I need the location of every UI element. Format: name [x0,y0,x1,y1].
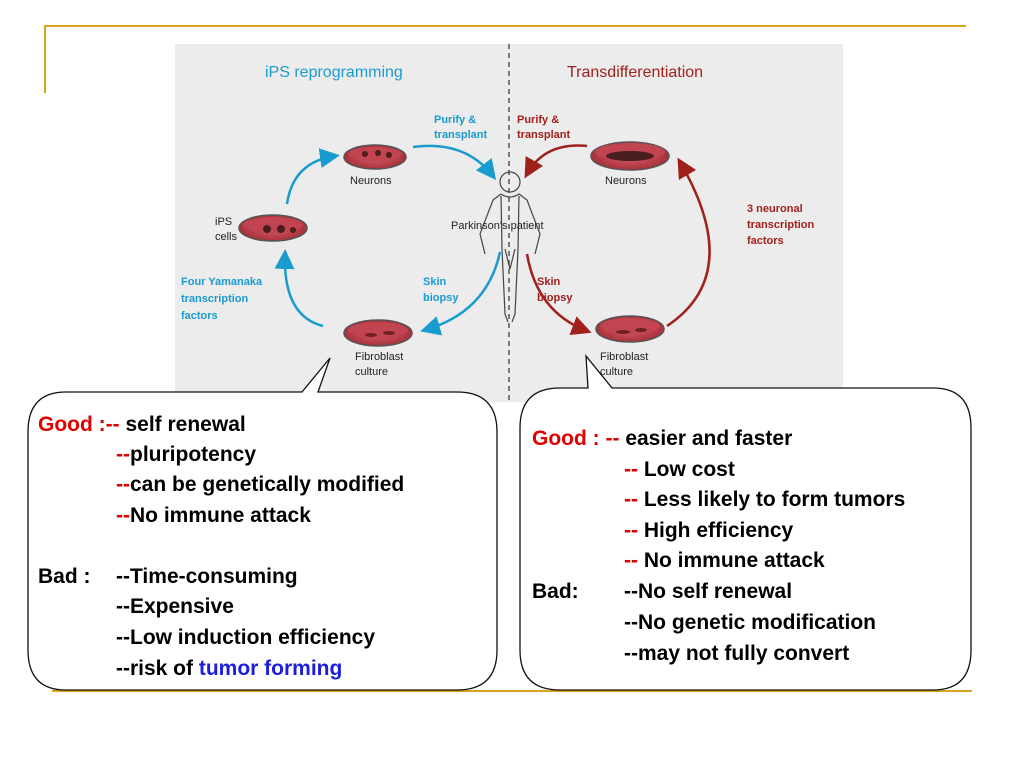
right-good-line: -- Low cost [624,455,735,485]
left-decorative-line [44,25,46,93]
right-good-item-2: Low cost [643,458,735,481]
fibroblast-label-right-2: culture [600,366,633,378]
tumor-forming-highlight: tumor forming [198,657,343,680]
right-good-line: -- High efficiency [624,516,793,546]
left-good-item-4: No immune attack [130,504,311,527]
right-dash: -- [624,519,638,542]
left-good-line: --No immune attack [116,501,311,531]
yamanaka-label-1: Four Yamanaka [181,276,263,288]
right-bad-item-3: --may not fully convert [624,642,850,665]
right-good-item-1: easier and faster [625,427,793,450]
ips-title: iPS reprogramming [265,64,403,81]
ips-cells-label-1: iPS [215,216,232,228]
skin-biopsy-right-1: Skin [537,276,561,288]
arrow-left-transplant [412,144,497,180]
left-good-line: --can be genetically modified [116,470,404,500]
left-bad-item-4: --risk of tumor forming [116,654,342,684]
neurons-label-right: Neurons [605,175,647,187]
neurons-label-left: Neurons [350,175,392,187]
left-purify-label-2: transplant [434,129,488,141]
patient-label: Parkinson's patient [451,220,544,232]
arrow-ips-to-neurons [285,148,340,205]
right-good-line: -- Less likely to form tumors [624,485,905,515]
left-good-label: Good :-- [38,413,120,436]
right-purify-label-2: transplant [517,129,571,141]
right-good-item-4: High efficiency [643,519,794,542]
arrow-right-transplant [524,144,588,179]
neuronal-factors-label-1: 3 neuronal [747,203,803,215]
neuronal-factors-label-3: factors [747,235,784,247]
right-callout-bubble [519,354,972,691]
left-good-line: --pluripotency [116,440,256,470]
skin-biopsy-right-2: biopsy [537,292,573,304]
right-good-label: Good : -- [532,427,620,450]
yamanaka-label-3: factors [181,310,218,322]
yamanaka-label-2: transcription [181,293,249,305]
right-bad-item-2: --No genetic modification [624,611,876,634]
neurons-dish-right [590,141,670,171]
left-bad-label: Bad : [38,565,91,588]
left-dash: -- [116,443,130,466]
arrow-left-biopsy [420,251,502,336]
right-bad-item-1: --No self renewal [624,580,793,603]
skin-biopsy-left-2: biopsy [423,292,459,304]
patient-figure [479,171,541,323]
right-dash: -- [624,549,638,572]
left-good-line: Good :-- self renewal [38,410,246,440]
neurons-dish-left [343,144,407,170]
left-dash: -- [116,504,130,527]
bottom-decorative-line [52,690,972,692]
ips-cells-label-2: cells [215,231,238,243]
left-dash: -- [116,473,130,496]
right-bad-label: Bad: [532,580,579,603]
reprogramming-diagram: iPS reprogramming Transdifferentiation [175,44,843,402]
left-good-item-3: can be genetically modified [130,473,405,496]
neuronal-factors-label-2: transcription [747,219,815,231]
left-good-item-2: pluripotency [130,443,257,466]
fibroblast-dish-left [343,319,413,347]
left-purify-label-1: Purify & [434,114,476,126]
fibroblast-label-left-1: Fibroblast [355,351,403,363]
skin-biopsy-left-1: Skin [423,276,447,288]
arrow-right-biopsy [525,253,592,336]
left-bad-item-3: --Low induction efficiency [116,626,376,649]
arrow-neuronal-factors [666,157,711,328]
left-callout-bubble [27,357,498,691]
right-good-item-3: Less likely to form tumors [643,488,906,511]
right-dash: -- [624,488,638,511]
right-dash: -- [624,458,638,481]
arrow-yamanaka [274,249,324,328]
transdifferentiation-title: Transdifferentiation [567,64,703,81]
fibroblast-dish-right [595,315,665,343]
fibroblast-label-left-2: culture [355,366,388,378]
left-bad-item-4-prefix: --risk of [116,657,194,680]
fibroblast-label-right-1: Fibroblast [600,351,648,363]
right-purify-label-1: Purify & [517,114,559,126]
left-bad-item-1: --Time-consuming [116,565,298,588]
ips-cells-dish [238,214,308,242]
left-bad-item-2: --Expensive [116,595,234,618]
right-good-line: Good : -- easier and faster [532,424,792,454]
left-good-item-1: self renewal [125,413,246,436]
top-decorative-line [44,25,966,27]
right-good-item-5: No immune attack [643,549,825,572]
right-good-line: -- No immune attack [624,546,825,576]
